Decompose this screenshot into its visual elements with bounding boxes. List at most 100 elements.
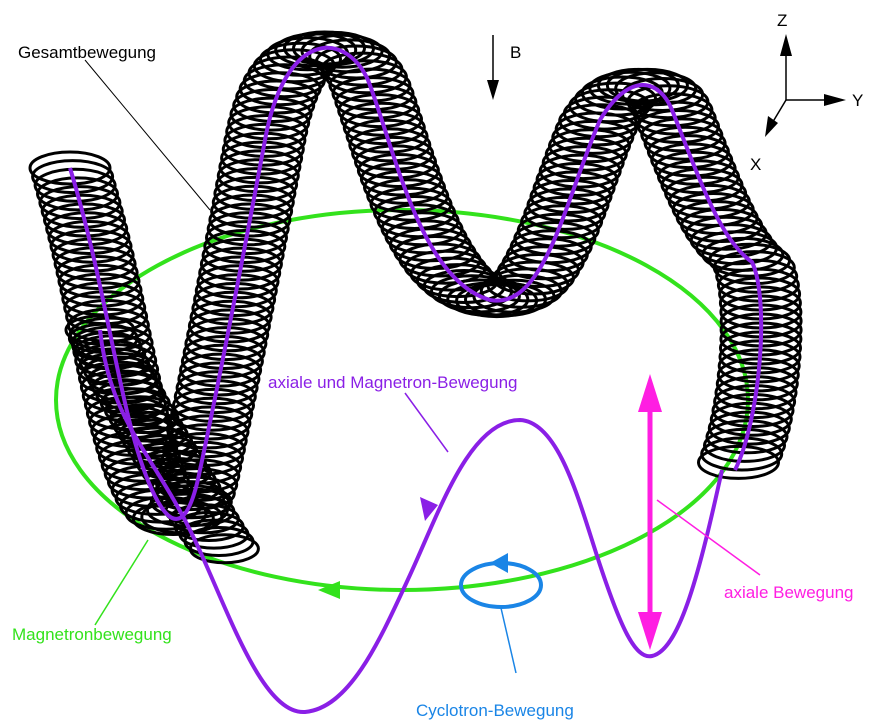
helix-coil: [203, 229, 287, 264]
helix-coil: [36, 176, 119, 212]
helix-coil: [189, 299, 273, 335]
helix-coil: [526, 187, 610, 223]
helix-coil: [223, 122, 307, 158]
helix-coil: [59, 272, 143, 308]
helix-coil: [227, 105, 311, 141]
helix-coil: [173, 379, 257, 415]
helix-coil: [211, 184, 295, 220]
helix-coil: [182, 335, 266, 370]
helix-coil: [229, 96, 313, 132]
helix-coil: [208, 202, 292, 238]
helix-coil: [51, 237, 135, 273]
helix-coil: [334, 84, 418, 120]
total-motion-helix: [28, 30, 803, 565]
helix-coil: [196, 264, 280, 300]
axis-z-arrowhead: [780, 34, 792, 56]
helix-coil: [605, 67, 689, 103]
helix-coil: [715, 258, 799, 294]
axis-label-x: X: [750, 155, 761, 174]
helix-coil: [57, 263, 141, 299]
helix-coil: [703, 427, 786, 463]
helix-coil: [523, 195, 607, 231]
helix-coil: [180, 343, 264, 379]
helix-coil: [225, 114, 309, 149]
helix-coil: [328, 67, 412, 103]
helix-coil: [179, 352, 263, 388]
helix-coil: [194, 273, 278, 309]
helix-coil: [541, 145, 625, 181]
helix-coil: [705, 419, 789, 455]
axial-magnetron-direction-arrow: [420, 497, 438, 521]
label-gesamtbewegung: Gesamtbewegung: [18, 43, 156, 62]
leader-axiale-magnetron: [404, 392, 449, 453]
helix-coil: [55, 255, 139, 290]
label-axiale-bewegung: axiale Bewegung: [724, 583, 853, 602]
helix-coil: [191, 290, 275, 326]
helix-coil: [529, 179, 613, 214]
helix-coil: [359, 161, 443, 197]
helix-coil: [709, 401, 793, 437]
helix-coil: [28, 150, 112, 186]
helix-coil: [544, 136, 628, 172]
helix-coil: [33, 167, 117, 203]
helix-coil: [711, 393, 795, 428]
helix-coil: [535, 162, 619, 197]
helix-coil: [210, 193, 294, 229]
axial-arrowhead-up: [638, 374, 662, 412]
helix-coil: [47, 220, 131, 255]
helix-coil: [345, 118, 429, 154]
label-magnetronbewegung: Magnetronbewegung: [12, 625, 172, 644]
leader-magnetron: [94, 539, 149, 626]
leader-cyclotron: [500, 607, 517, 674]
helix-coil: [198, 255, 282, 291]
label-axiale-magnetron: axiale und Magnetron-Bewegung: [268, 373, 518, 392]
helix-coil: [172, 387, 255, 423]
helix-coil: [348, 127, 432, 163]
helix-coil: [520, 204, 604, 240]
helix-coil: [340, 101, 423, 137]
helix-coil: [259, 41, 342, 77]
helix-coil: [697, 444, 780, 480]
leader-gesamtbewegung: [84, 59, 211, 211]
helix-coil: [216, 158, 300, 194]
helix-coil: [221, 131, 305, 167]
helix-coil: [43, 202, 126, 238]
helix-coil: [700, 436, 784, 472]
label-cyclotron: Cyclotron-Bewegung: [416, 701, 574, 720]
helix-coil: [31, 159, 115, 195]
helix-coil: [40, 193, 124, 229]
helix-coil: [206, 211, 290, 247]
helix-coil: [175, 370, 259, 406]
axis-label-z: Z: [777, 11, 787, 30]
axial-arrowhead-down: [638, 612, 662, 650]
magnetron-direction-arrow: [318, 581, 340, 599]
helix-coil: [538, 153, 622, 189]
helix-coil: [331, 76, 415, 112]
helix-coil: [188, 533, 260, 565]
helix-coil: [363, 169, 446, 205]
axis-x-arrowhead: [765, 116, 778, 137]
helix-coil: [201, 237, 285, 273]
helix-coil: [351, 135, 435, 171]
axial-magnetron-path: [68, 46, 764, 521]
axial-magnetron-trajectory: [98, 329, 724, 715]
cyclotron-direction-arrow: [490, 553, 508, 573]
field-arrowhead: [487, 80, 499, 100]
helix-coil: [45, 211, 129, 247]
helix-coil: [713, 384, 797, 420]
helix-coil: [187, 308, 271, 344]
helix-coil: [199, 246, 283, 282]
helix-coil: [184, 326, 268, 362]
helix-coil: [166, 414, 250, 450]
helix-coil: [49, 228, 133, 264]
label-field-b: B: [510, 43, 521, 62]
leader-axiale-bewegung: [656, 499, 761, 576]
helix-coil: [342, 110, 426, 146]
helix-coil: [707, 410, 791, 446]
helix-coil: [354, 144, 437, 180]
helix-coil: [232, 88, 316, 123]
helix-coil: [186, 317, 270, 353]
helix-coil: [712, 250, 796, 286]
helix-coil: [53, 246, 137, 282]
